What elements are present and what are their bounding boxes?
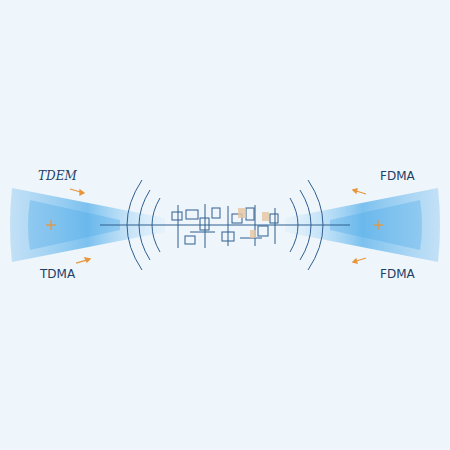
- access-label: FDMA: [380, 170, 415, 183]
- access-label: FDMA: [380, 268, 415, 281]
- access-label: TDEM: [38, 170, 77, 183]
- access-label: TDMA: [40, 268, 75, 281]
